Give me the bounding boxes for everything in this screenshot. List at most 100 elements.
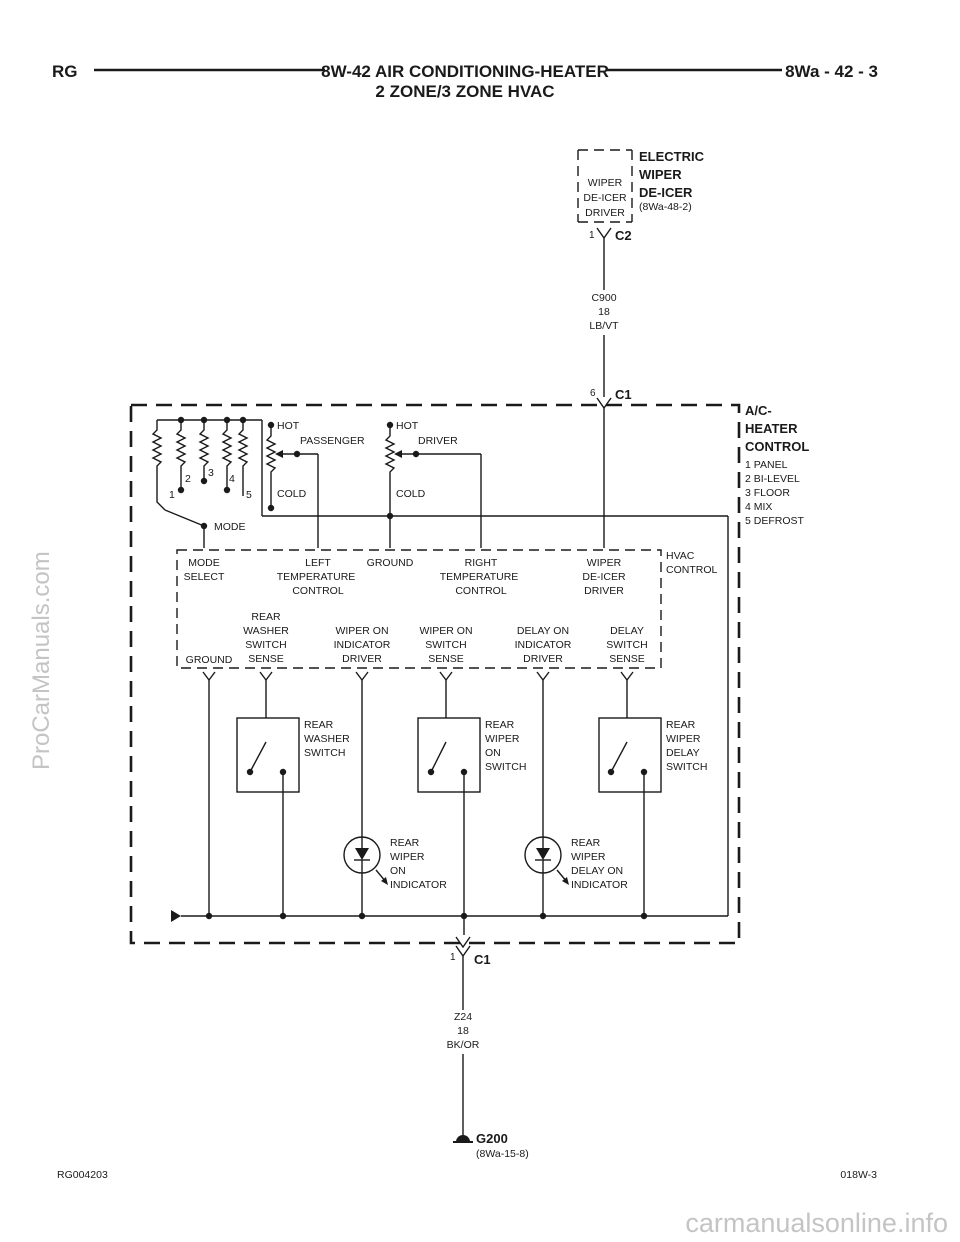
mode-pos-3: 3: [208, 467, 214, 479]
hvac-control-boundary: [176, 549, 662, 669]
ac-mode-5: 5 DEFROST: [745, 515, 805, 527]
side-watermark: ProCarManuals.com: [28, 551, 55, 770]
rear-wiper-delay-indicator: REAR WIPER DELAY ON INDICATOR: [524, 836, 628, 916]
row2-wiperon-sw-2: SWITCH: [425, 639, 466, 651]
ground-path: 1 C1 Z24 18 BK/OR G200 (8Wa-15-8): [447, 936, 529, 1160]
left-temp-passenger: PASSENGER: [300, 435, 365, 447]
row2-delay-sw-1: DELAY: [610, 625, 644, 637]
hvac-row1-labels: MODE SELECT LEFT TEMPERATURE CONTROL GRO…: [184, 557, 626, 597]
mode-select-ladder: 1 2 3 4 5 MODE: [151, 416, 728, 548]
wiperon-switch-2: WIPER: [485, 733, 520, 745]
deicer-inner-2: DE-ICER: [583, 192, 627, 204]
ac-mode-4: 4 MIX: [745, 501, 772, 513]
row2-delay-ind-1: DELAY ON: [517, 625, 569, 637]
row1-mode-2: SELECT: [184, 571, 225, 583]
mode-pos-1: 1: [169, 489, 175, 501]
row2-wiperon-sw-1: WIPER ON: [419, 625, 472, 637]
row1-left-1: LEFT: [305, 557, 331, 569]
c900-gauge: 18: [598, 306, 610, 318]
delay-switch-4: SWITCH: [666, 761, 707, 773]
washer-switch-2: WASHER: [304, 733, 350, 745]
row2-wiperon-ind-2: INDICATOR: [334, 639, 391, 651]
wiperon-ind-4: INDICATOR: [390, 879, 447, 891]
rear-washer-switch: REAR WASHER SWITCH: [236, 717, 350, 916]
z24-color: BK/OR: [447, 1039, 480, 1051]
delay-ind-3: DELAY ON: [571, 865, 623, 877]
wiperon-switch-3: ON: [485, 747, 501, 759]
hvac-title-2: CONTROL: [666, 564, 717, 576]
wiperon-switch-4: SWITCH: [485, 761, 526, 773]
c900-circuit: C900: [591, 292, 616, 304]
right-temp-hot: HOT: [396, 420, 419, 432]
row2-delay-ind-3: DRIVER: [523, 653, 563, 665]
right-temperature-pot: HOT COLD DRIVER: [384, 420, 482, 548]
z24-gauge: 18: [457, 1025, 469, 1037]
right-temp-cold: COLD: [396, 488, 426, 500]
deicer-title-3: DE-ICER: [639, 185, 693, 200]
washer-switch-1: REAR: [304, 719, 334, 731]
ac-heater-control-legend: A/C- HEATER CONTROL 1 PANEL 2 BI-LEVEL 3…: [745, 403, 809, 527]
deicer-title-1: ELECTRIC: [639, 149, 705, 164]
header-title-line1: 8W-42 AIR CONDITIONING-HEATER: [321, 62, 609, 81]
wiperon-ind-3: ON: [390, 865, 406, 877]
bottom-watermark: carmanualsonline.info: [685, 1208, 948, 1238]
mode-pos-2: 2: [185, 473, 191, 485]
c1-bottom-pin: 1: [450, 952, 456, 963]
z24-circuit: Z24: [454, 1011, 472, 1023]
row1-left-3: CONTROL: [292, 585, 343, 597]
ac-mode-3: 3 FLOOR: [745, 487, 790, 499]
ground-bus: [171, 910, 728, 922]
row1-wiper-3: DRIVER: [584, 585, 624, 597]
deicer-c2-label: C2: [615, 228, 632, 243]
header-title-line2: 2 ZONE/3 ZONE HVAC: [375, 82, 554, 101]
hvac-bottom-pins: [202, 671, 634, 682]
left-temperature-pot: HOT COLD PASSENGER: [265, 420, 365, 548]
hvac-control-title: HVAC CONTROL: [666, 550, 717, 576]
delay-ind-1: REAR: [571, 837, 601, 849]
wiperon-ind-1: REAR: [390, 837, 420, 849]
row1-right-3: CONTROL: [455, 585, 506, 597]
c1-top-label: C1: [615, 387, 632, 402]
rear-wiper-on-indicator: REAR WIPER ON INDICATOR: [343, 836, 447, 916]
row2-washer-2: WASHER: [243, 625, 289, 637]
row1-right-1: RIGHT: [465, 557, 498, 569]
row1-right-2: TEMPERATURE: [440, 571, 519, 583]
deicer-title-2: WIPER: [639, 167, 682, 182]
footer-left: RG004203: [57, 1169, 108, 1181]
left-temp-cold: COLD: [277, 488, 307, 500]
delay-switch-3: DELAY: [666, 747, 700, 759]
ac-title-3: CONTROL: [745, 439, 809, 454]
mode-label: MODE: [214, 521, 246, 533]
row2-washer-4: SENSE: [248, 653, 284, 665]
delay-ind-4: INDICATOR: [571, 879, 628, 891]
row1-wiper-2: DE-ICER: [582, 571, 626, 583]
deicer-module: WIPER DE-ICER DRIVER ELECTRIC WIPER DE-I…: [577, 149, 705, 410]
g200-label: G200: [476, 1131, 508, 1146]
ac-mode-1: 1 PANEL: [745, 459, 788, 471]
rear-wiper-on-switch: REAR WIPER ON SWITCH: [417, 717, 526, 935]
washer-switch-3: SWITCH: [304, 747, 345, 759]
delay-switch-1: REAR: [666, 719, 696, 731]
ac-title-2: HEATER: [745, 421, 798, 436]
c1-top-pin: 6: [590, 388, 596, 399]
c1-bottom-label: C1: [474, 952, 491, 967]
header-left: RG: [52, 62, 78, 81]
row2-washer-3: SWITCH: [245, 639, 286, 651]
wiperon-ind-2: WIPER: [390, 851, 425, 863]
rear-wiper-delay-switch: REAR WIPER DELAY SWITCH: [598, 717, 707, 916]
row2-wiperon-sw-3: SENSE: [428, 653, 464, 665]
row2-wiperon-ind-1: WIPER ON: [335, 625, 388, 637]
page-header: RG 8W-42 AIR CONDITIONING-HEATER 2 ZONE/…: [52, 62, 878, 101]
row2-delay-sw-2: SWITCH: [606, 639, 647, 651]
row1-mode-1: MODE: [188, 557, 220, 569]
mode-pos-5: 5: [246, 489, 252, 501]
row2-delay-ind-2: INDICATOR: [515, 639, 572, 651]
row2-ground: GROUND: [186, 654, 233, 666]
deicer-inner-1: WIPER: [588, 177, 623, 189]
deicer-inner-3: DRIVER: [585, 207, 625, 219]
row2-washer-1: REAR: [251, 611, 281, 623]
row1-ground: GROUND: [367, 557, 414, 569]
delay-ind-2: WIPER: [571, 851, 606, 863]
hvac-row2-labels: GROUND REAR WASHER SWITCH SENSE WIPER ON…: [186, 611, 648, 666]
deicer-c2-pin: 1: [589, 230, 595, 241]
